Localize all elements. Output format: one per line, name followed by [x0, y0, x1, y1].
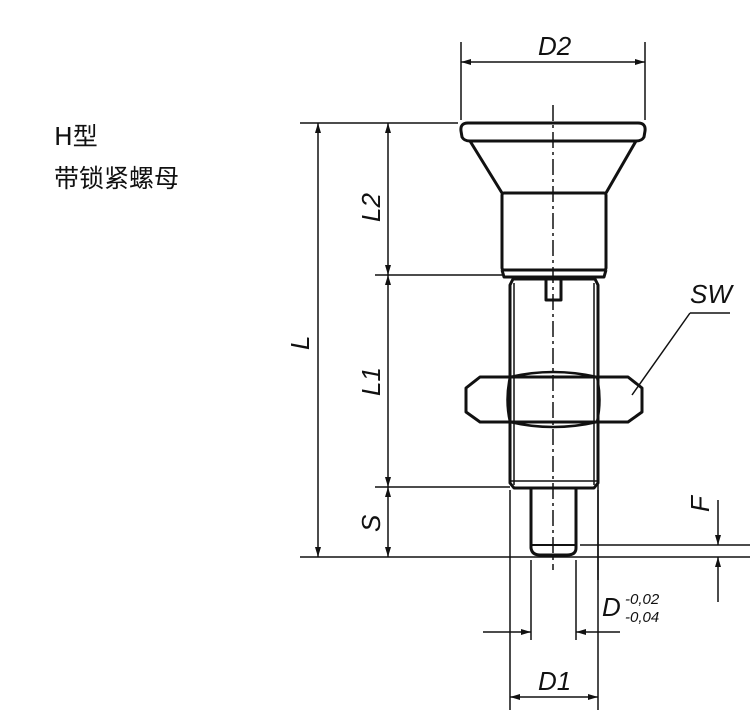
knob-cone [468, 140, 638, 194]
thread-lines [510, 283, 598, 485]
collar [500, 269, 608, 279]
lock-nut [464, 375, 644, 424]
type-label: H型 [54, 122, 98, 151]
label-SW: SW [690, 279, 734, 309]
label-L2: L2 [356, 193, 386, 222]
knob-cylinder [500, 191, 608, 272]
threaded-body [508, 277, 600, 490]
label-D-tol-upper: -0,02 [625, 591, 660, 608]
label-F: F [685, 494, 715, 512]
indexing-plunger [459, 121, 647, 557]
pin [529, 488, 578, 557]
label-D-tol-lower: -0,04 [625, 609, 659, 626]
extension-lines [300, 42, 750, 710]
label-L: L [285, 336, 315, 350]
nut-faces [506, 370, 601, 429]
label-D2: D2 [538, 31, 572, 61]
label-L1: L1 [356, 367, 386, 396]
label-S: S [356, 514, 386, 532]
description-label: 带锁紧螺母 [54, 164, 180, 193]
label-D1: D1 [538, 666, 571, 696]
label-D: D [602, 592, 621, 622]
